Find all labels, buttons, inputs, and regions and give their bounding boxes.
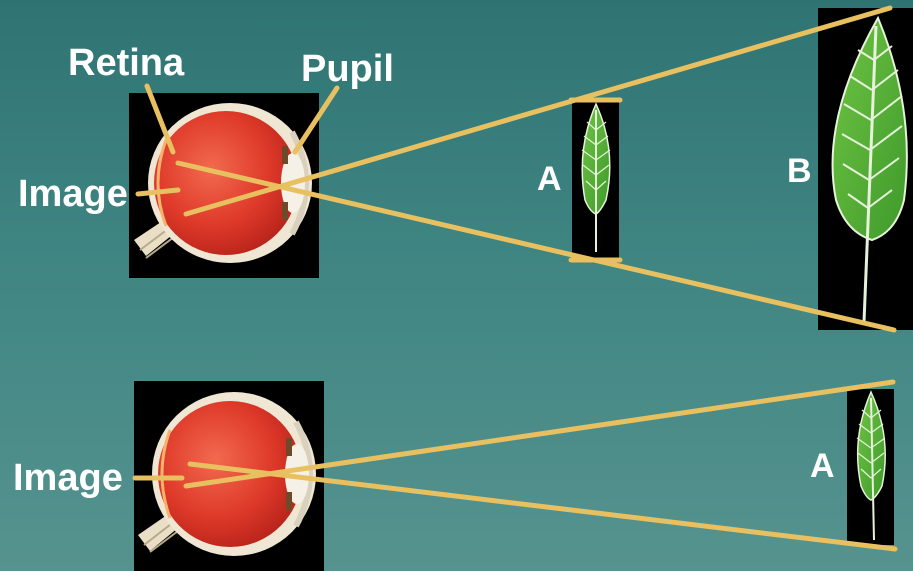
leaf-b-label: B <box>787 154 812 188</box>
leaf-a-top-panel <box>572 100 619 260</box>
leaf-a-label-bottom: A <box>810 449 835 483</box>
leaf-b-panel <box>818 8 913 330</box>
image-label-top: Image <box>18 175 128 213</box>
image-label-bottom: Image <box>13 459 123 497</box>
leaf-a-bottom-panel <box>847 389 894 545</box>
pupil-label: Pupil <box>301 50 394 88</box>
leaf-a-label-top: A <box>537 162 562 196</box>
retina-label: Retina <box>68 44 184 82</box>
